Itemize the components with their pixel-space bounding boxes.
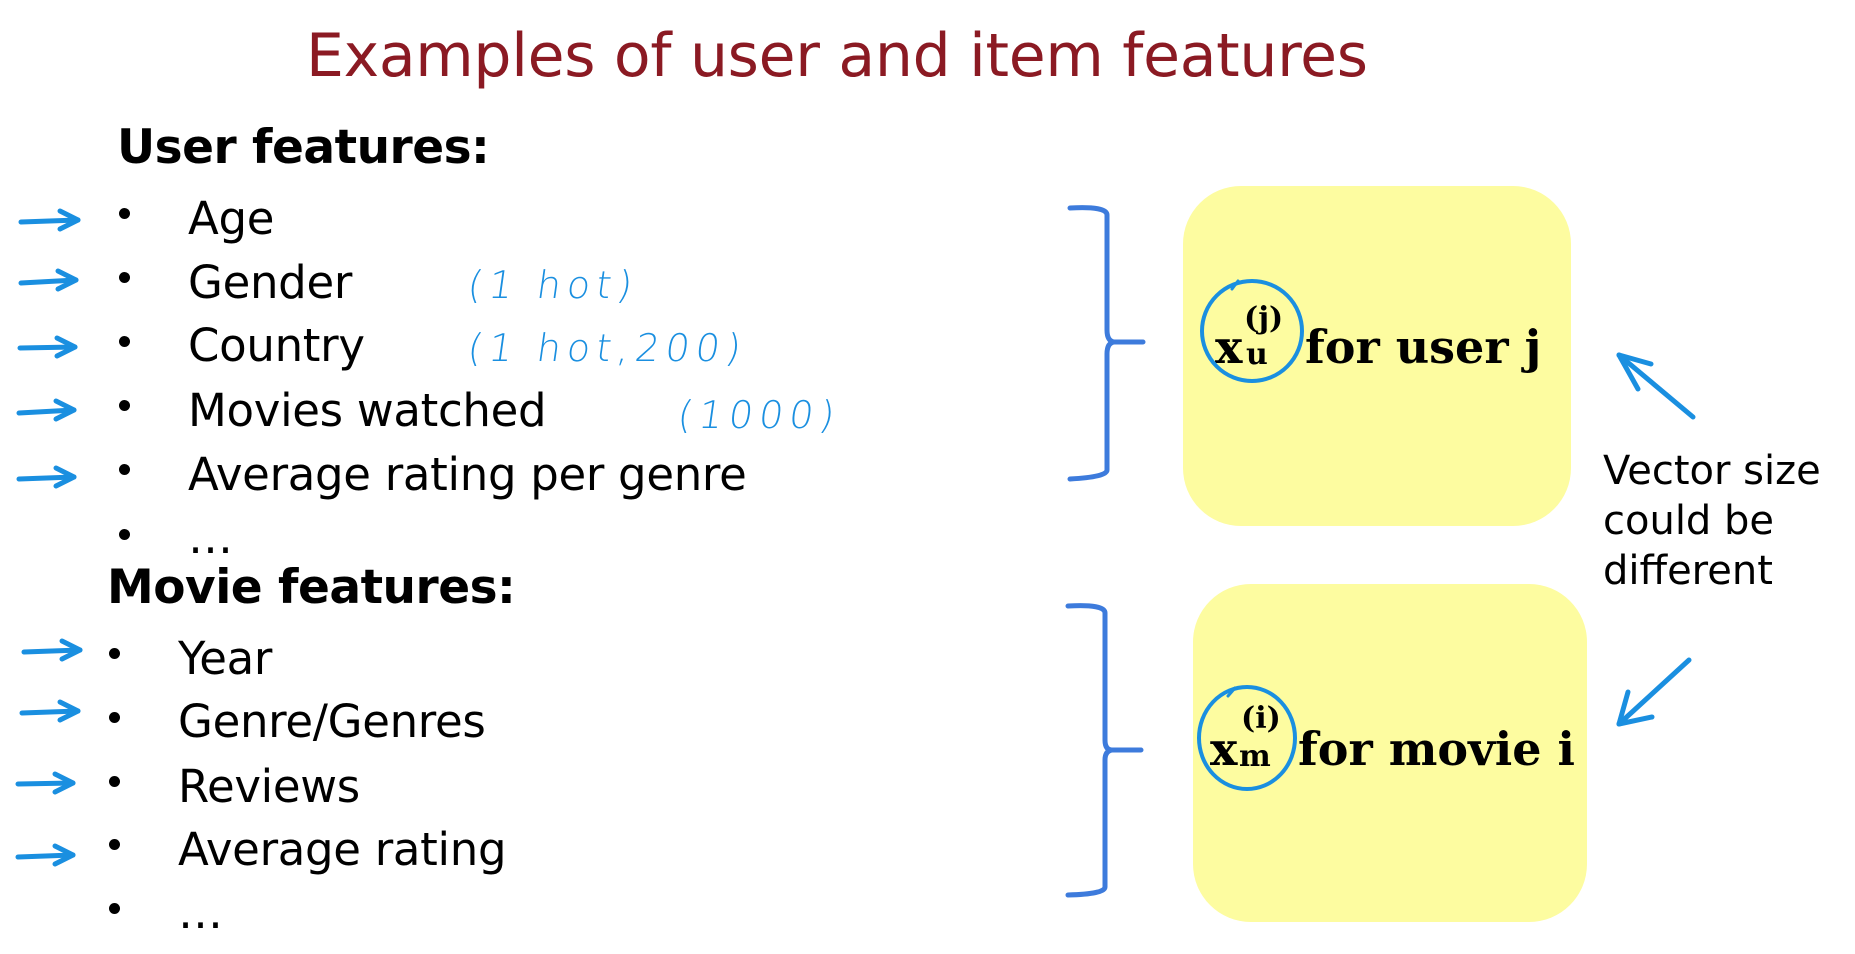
movie-vector-formula: x (i) m for movie i	[1210, 704, 1580, 782]
user-feature-label: Age	[188, 192, 275, 245]
vector-superscript: (i)	[1241, 701, 1281, 736]
vector-description: for user j	[1305, 320, 1542, 374]
up-left-arrow-icon	[1616, 352, 1696, 420]
user-feature-label: …	[188, 511, 233, 564]
user-feature-item: Movies watched	[0, 388, 900, 452]
user-feature-label: Movies watched	[188, 384, 547, 437]
user-feature-item: Country	[0, 323, 900, 387]
user-vector-box: x (j) u for user j	[1183, 186, 1571, 526]
note-line: different	[1603, 548, 1773, 594]
vector-size-note: Vector size could be different	[1603, 446, 1821, 596]
user-vector-formula: x (j) u for user j	[1215, 304, 1575, 380]
note-line: could be	[1603, 498, 1775, 544]
movie-feature-label: …	[178, 886, 223, 939]
user-feature-item: Average rating per genre	[0, 452, 900, 516]
user-feature-label: Gender	[188, 256, 353, 309]
user-feature-label: Country	[188, 319, 365, 372]
down-left-arrow-icon	[1616, 657, 1692, 727]
bullet-icon	[109, 903, 120, 914]
bullet-icon	[119, 208, 130, 219]
vector-symbol: x	[1215, 320, 1243, 374]
movie-feature-item: Genre/Genres	[0, 699, 900, 763]
right-curly-brace-icon	[1065, 603, 1144, 898]
bullet-icon	[109, 648, 120, 659]
vector-subscript: m	[1239, 739, 1271, 774]
movie-feature-item: …	[0, 890, 900, 954]
vector-description: for movie i	[1298, 722, 1576, 776]
bullet-icon	[109, 839, 120, 850]
vector-symbol: x	[1210, 722, 1238, 776]
bullet-icon	[119, 464, 130, 475]
bullet-icon	[119, 400, 130, 411]
vector-superscript: (j)	[1244, 301, 1284, 336]
movie-feature-label: Genre/Genres	[178, 695, 486, 748]
movie-vector-box: x (i) m for movie i	[1193, 584, 1587, 922]
movie-feature-label: Average rating	[178, 823, 507, 876]
bullet-icon	[109, 712, 120, 723]
movie-features-heading: Movie features:	[107, 560, 516, 615]
movie-feature-label: Year	[178, 632, 273, 685]
slide-title: Examples of user and item features	[306, 21, 1368, 91]
user-feature-label: Average rating per genre	[188, 448, 747, 501]
movie-feature-item: Average rating	[0, 827, 900, 891]
annotation-country: (1 hot,200)	[464, 326, 750, 370]
user-feature-item: Gender	[0, 260, 900, 324]
bullet-icon	[109, 776, 120, 787]
bullet-icon	[119, 272, 130, 283]
annotation-gender: (1 hot)	[464, 263, 642, 307]
movie-feature-item: Reviews	[0, 764, 900, 828]
movie-feature-label: Reviews	[178, 760, 360, 813]
right-curly-brace-icon	[1067, 205, 1146, 482]
user-feature-item: …	[0, 515, 900, 579]
vector-subscript: u	[1246, 337, 1268, 372]
note-line: Vector size	[1603, 448, 1821, 494]
annotation-movies-watched: (1000)	[674, 393, 844, 437]
bullet-icon	[119, 336, 130, 347]
user-features-heading: User features:	[117, 120, 490, 175]
movie-feature-item: Year	[0, 636, 900, 700]
bullet-icon	[119, 529, 130, 540]
user-feature-item: Age	[0, 196, 900, 260]
